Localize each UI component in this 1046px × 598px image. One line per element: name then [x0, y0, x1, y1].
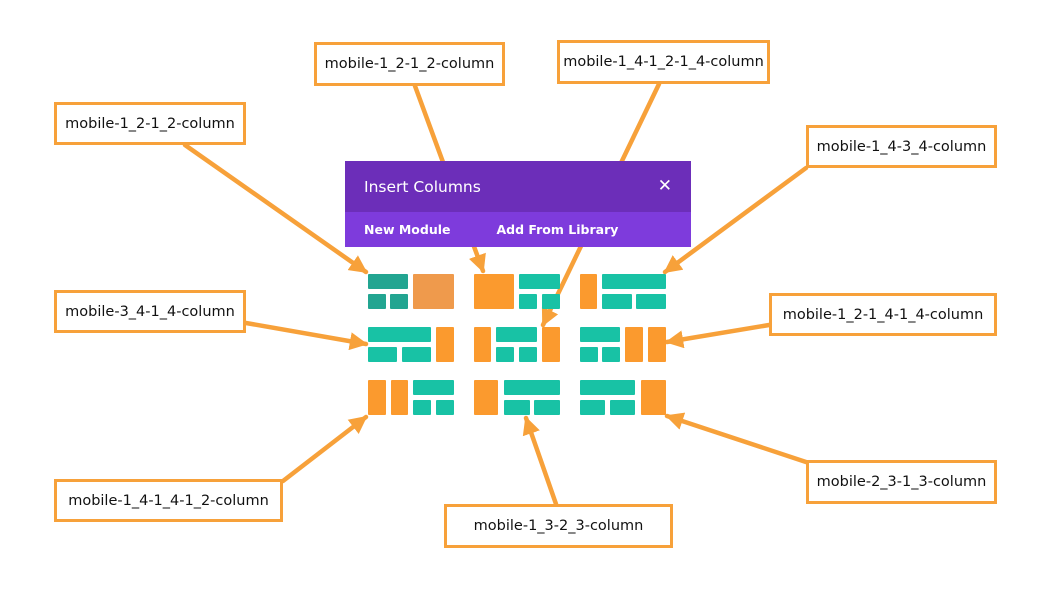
arrow-9	[664, 412, 809, 465]
layout-block	[413, 274, 454, 309]
callout-label: mobile-1_2-1_2-column	[324, 56, 495, 72]
layout-option-3-4-1-4[interactable]	[368, 327, 454, 362]
callout-box: mobile-1_3-2_3-column	[444, 504, 673, 548]
modal-tabs: New Module Add From Library	[345, 212, 691, 247]
layout-block	[390, 294, 408, 309]
callout-label: mobile-1_2-1_4-1_4-column	[782, 306, 984, 323]
callout-label: mobile-1_4-1_2-1_4-column	[563, 54, 764, 70]
callout-box: mobile-1_2-1_2-column	[54, 102, 246, 145]
layout-option-1-2-1-2[interactable]	[474, 274, 560, 309]
layout-block	[636, 294, 666, 309]
close-icon[interactable]: ✕	[657, 176, 672, 196]
layout-block	[519, 294, 537, 309]
layout-block	[580, 347, 598, 362]
layout-option-1-2-1-2-hovered[interactable]	[368, 274, 454, 309]
layout-block	[610, 400, 635, 415]
layout-block	[519, 274, 560, 289]
arrow-8	[522, 415, 559, 507]
tab-add-from-library[interactable]: Add From Library	[496, 222, 619, 237]
layout-block	[542, 294, 560, 309]
layout-block	[580, 327, 620, 342]
modal-title: Insert Columns	[364, 177, 481, 196]
layout-block	[368, 347, 397, 362]
layout-block	[504, 400, 530, 415]
layout-block	[436, 400, 454, 415]
callout-label: mobile-3_4-1_4-column	[65, 303, 235, 320]
layout-block	[648, 327, 666, 362]
layout-block	[436, 327, 454, 362]
callout-label: mobile-1_3-2_3-column	[473, 518, 644, 534]
arrow-4	[662, 165, 809, 275]
layout-option-1-4-3-4[interactable]	[580, 274, 666, 309]
layout-block	[580, 274, 597, 309]
layout-block	[413, 400, 431, 415]
layout-block	[391, 380, 408, 415]
layout-block	[368, 274, 408, 289]
modal-header: Insert Columns ✕	[345, 161, 691, 212]
layout-block	[368, 327, 431, 342]
callout-box: mobile-1_4-1_2-1_4-column	[557, 40, 770, 84]
layout-block	[519, 347, 537, 362]
layout-block	[641, 380, 666, 415]
arrow-6	[664, 322, 772, 349]
callout-box: mobile-2_3-1_3-column	[806, 460, 997, 504]
layout-block	[542, 327, 560, 362]
callout-box: mobile-1_2-1_2-column	[314, 42, 505, 86]
callout-label: mobile-1_4-1_4-1_2-column	[68, 492, 269, 509]
layout-option-1-2-1-4-1-4[interactable]	[580, 327, 666, 362]
callout-box: mobile-3_4-1_4-column	[54, 290, 246, 333]
layout-block	[580, 400, 605, 415]
layout-block	[602, 294, 632, 309]
layout-block	[474, 274, 514, 309]
layout-block	[534, 400, 560, 415]
arrow-5	[243, 320, 369, 351]
layout-block	[368, 294, 386, 309]
insert-columns-modal: Insert Columns ✕ New Module Add From Lib…	[345, 161, 691, 247]
layout-block	[368, 380, 386, 415]
layout-block	[413, 380, 454, 395]
layout-option-2-3-1-3[interactable]	[580, 380, 666, 415]
callout-label: mobile-2_3-1_3-column	[816, 474, 987, 490]
callout-label: mobile-1_4-3_4-column	[816, 138, 987, 155]
layout-option-1-4-1-2-1-4[interactable]	[474, 327, 560, 362]
layout-block	[625, 327, 643, 362]
layout-block	[496, 347, 514, 362]
layout-block	[504, 380, 560, 395]
callout-box: mobile-1_2-1_4-1_4-column	[769, 293, 997, 336]
tab-new-module[interactable]: New Module	[364, 222, 451, 237]
layout-option-1-4-1-4-1-2[interactable]	[368, 380, 454, 415]
callout-label: mobile-1_2-1_2-column	[65, 115, 235, 132]
layout-option-1-3-2-3[interactable]	[474, 380, 560, 415]
layout-block	[602, 274, 666, 289]
arrow-7	[280, 414, 369, 484]
layout-block	[580, 380, 635, 395]
callout-box: mobile-1_4-3_4-column	[806, 125, 997, 168]
layout-block	[402, 347, 431, 362]
layout-block	[474, 327, 491, 362]
layout-block	[474, 380, 498, 415]
layout-block	[602, 347, 620, 362]
layout-block	[496, 327, 537, 342]
callout-box: mobile-1_4-1_4-1_2-column	[54, 479, 283, 522]
arrow-1	[182, 142, 369, 275]
